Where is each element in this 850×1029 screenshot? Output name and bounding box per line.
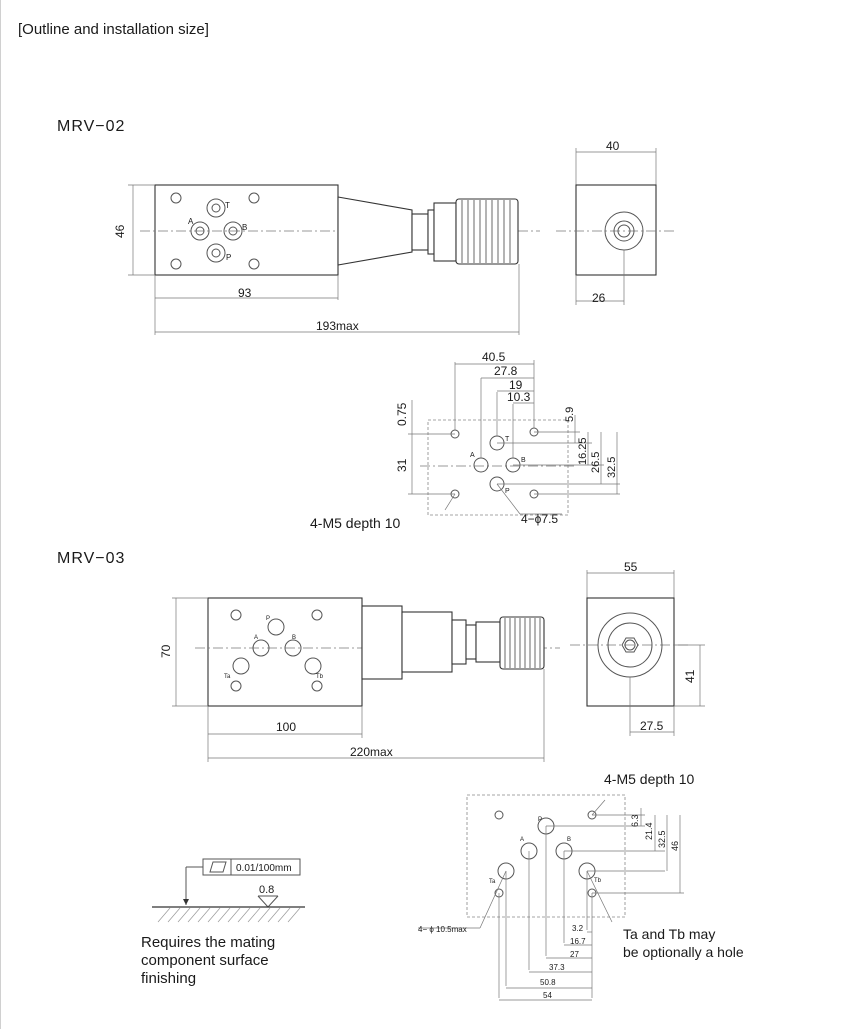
mrv03-pattern-port-tb: Tb [594,878,602,884]
pattern-port-a: A [470,452,475,459]
mrv03-holes-note: 4− ϕ 10.5max [418,925,467,934]
mrv03-port-tb: Tb [316,674,324,680]
pattern-port-t: T [505,436,510,443]
mrv02-holes-note: 4−ϕ7.5 [521,512,558,526]
mrv03-body-length-dim: 100 [276,720,296,734]
mrv03-end-view: 55 41 27.5 [570,560,705,736]
mrv03-pattern-port-b: B [567,837,571,843]
dim-26-5: 26.5 [590,452,602,473]
page-title: [Outline and installation size] [18,21,209,38]
mrv02-screws-note: 4-M5 depth 10 [310,515,400,531]
mrv03-height-dim: 70 [159,644,173,658]
roughness-value: 0.8 [259,884,274,896]
port-p-label: P [226,253,231,262]
mrv03-total-length-dim: 220max [350,745,393,759]
dim-54: 54 [543,991,552,1000]
mrv02-body-length-dim: 93 [238,286,252,300]
mrv02-mounting-pattern: T A B P 40.5 27.8 19 10.3 0.75 31 5.9 [310,350,620,531]
pattern-port-p: P [505,488,510,495]
surface-finish-symbol: 0.01/100mm 0.8 Requires the mating compo… [141,858,305,987]
dim-40-5: 40.5 [482,350,506,364]
dim-6-3: 6.3 [630,814,640,827]
mrv03-mounting-pattern: P A B Ta Tb 4-M5 depth 10 6.3 21.4 32.5 … [418,771,744,1001]
dim-21-4: 21.4 [644,822,654,840]
mrv03-end-height-dim: 41 [683,669,697,683]
dim-46: 46 [670,841,680,851]
dim-10-3: 10.3 [507,390,531,404]
mrv02-end-view: 40 26 [556,139,676,305]
mrv02-side-view: A T B P [140,184,540,276]
dim-50-8: 50.8 [540,978,556,987]
finish-note: Requires the mating component surface fi… [141,934,279,987]
mrv02-model-label: MRV−02 [57,118,125,135]
dim-27-8: 27.8 [494,364,518,378]
dim-37-3: 37.3 [549,963,565,972]
dim-16-7: 16.7 [570,937,586,946]
mrv03-side-view: P A B Ta Tb [195,597,560,707]
dim-32-5b: 32.5 [657,830,667,848]
dim-5-9: 5.9 [564,407,576,422]
mrv03-port-ta: Ta [224,674,231,680]
mrv02-end-offset-dim: 26 [592,291,606,305]
dim-32-5: 32.5 [606,457,618,478]
mrv03-side-dimensions: 70 100 220max [159,597,545,762]
mrv02-side-dimensions: 46 93 193max [113,184,520,335]
mrv03-end-width-dim: 55 [624,560,638,574]
dim-16-25: 16.25 [577,437,589,465]
mrv03-port-b: B [292,635,296,641]
mrv03-end-offset-dim: 27.5 [640,719,664,733]
mrv03-port-a: A [254,635,258,641]
mrv02-total-length-dim: 193max [316,319,359,333]
mrv02-height-dim: 46 [113,224,127,238]
mrv03-port-p: P [266,616,270,622]
mrv03-model-label: MRV−03 [57,550,125,567]
flatness-tolerance: 0.01/100mm [236,863,292,874]
mrv02-end-width-dim: 40 [606,139,620,153]
dim-3-2: 3.2 [572,924,584,933]
pattern-port-b: B [521,457,526,464]
port-a-label: A [188,217,194,226]
port-b-label: B [242,223,247,232]
mrv03-pattern-port-p: P [538,817,542,823]
dim-31: 31 [395,458,409,472]
mrv03-pattern-port-a: A [520,837,524,843]
mrv03-tatb-note: Ta and Tb may be optionally a hole [623,926,744,960]
port-t-label: T [225,201,230,210]
dim-0-75: 0.75 [395,402,409,426]
dim-27: 27 [570,950,579,959]
dim-19: 19 [509,378,523,392]
mrv03-pattern-port-ta: Ta [489,879,496,885]
mrv03-screws-note: 4-M5 depth 10 [604,771,694,787]
